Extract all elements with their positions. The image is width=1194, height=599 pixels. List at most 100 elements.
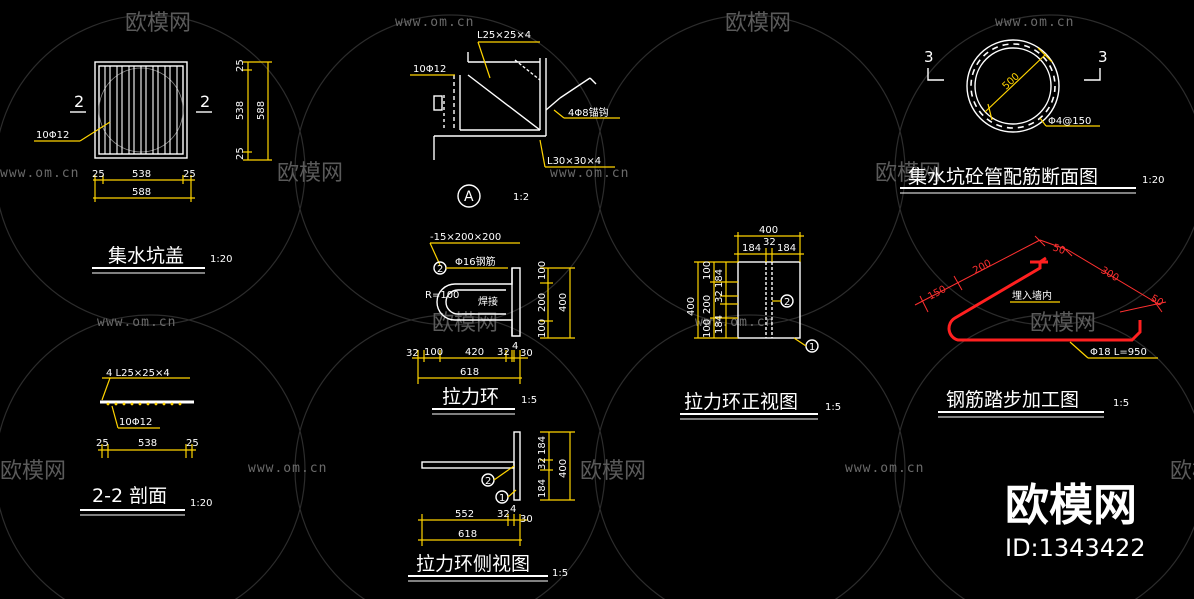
section22-drawing: 4 L25×25×4 10Φ12 25 538 25 2-2 剖面 1:20	[80, 368, 212, 516]
pull-ring-dim-3: 420	[465, 347, 484, 358]
cover-scale: 1:20	[210, 254, 232, 265]
front-dim-left-total: 400	[686, 297, 697, 316]
pipe-section-title: 集水坑砼管配筋断面图	[908, 166, 1098, 188]
watermark-url: www.om.cn	[695, 315, 774, 330]
pull-ring-marker2: 2	[437, 264, 443, 275]
cover-dim-bottom-total: 588	[132, 187, 151, 198]
watermark-brand: 欧模网	[125, 11, 191, 36]
watermark-url: www.om.cn	[995, 15, 1074, 30]
pull-ring-side-drawing: 2 1 184 32 184 400 552 32 4 30 618 拉力环侧视…	[408, 431, 575, 582]
cover-dim-right-2: 538	[235, 101, 246, 120]
section-mark-right: 2	[200, 92, 210, 111]
front-marker1: 1	[809, 342, 815, 353]
cover-dim-right-total: 588	[256, 101, 267, 120]
pull-ring-side-title: 拉力环侧视图	[416, 553, 530, 575]
watermark-url: www.om.cn	[550, 166, 629, 181]
pipe-rebar: Φ4@150	[1048, 116, 1091, 127]
pull-ring-bar: Φ16钢筋	[455, 255, 496, 268]
detail-a-scale: 1:2	[513, 192, 529, 203]
side-marker2: 2	[485, 476, 491, 487]
brand-id-text: ID:1343422	[1005, 534, 1146, 562]
watermark-brand: 欧模网	[1030, 311, 1096, 336]
front-dim-left2-1: 100	[702, 261, 713, 280]
pull-ring-plate: -15×200×200	[430, 232, 501, 243]
pull-ring-dim-total: 618	[460, 367, 479, 378]
step-dim-2: 200	[971, 258, 993, 277]
watermark-brand: 欧模网	[277, 161, 343, 186]
pipe-section-scale: 1:20	[1142, 175, 1164, 186]
side-dim-right-1: 184	[537, 436, 548, 455]
pull-ring-radius: R=100	[425, 290, 459, 301]
pull-ring-dim-right-2: 200	[537, 293, 548, 312]
side-dim-right-total: 400	[558, 459, 569, 478]
section22-scale: 1:20	[190, 498, 212, 509]
pull-ring-front-scale: 1:5	[825, 402, 841, 413]
front-dim-left-2: 32	[714, 290, 725, 303]
front-dim-top-1: 184	[742, 243, 761, 254]
watermark-url: www.om.cn	[395, 15, 474, 30]
detail-a-angle-top: L25×25×4	[477, 30, 531, 41]
front-marker2: 2	[784, 297, 790, 308]
step-rebar: Φ18 L=950	[1090, 347, 1147, 358]
side-dim-1: 552	[455, 509, 474, 520]
section-mark-left: 2	[74, 92, 84, 111]
front-dim-top-2: 32	[763, 237, 776, 248]
side-dim-right-2: 32	[537, 457, 548, 470]
side-marker1: 1	[499, 493, 505, 504]
step-title: 钢筋踏步加工图	[946, 389, 1079, 411]
watermark-brand: 欧模网	[1170, 459, 1194, 484]
side-dim-3: 4	[510, 504, 516, 515]
step-dim-5: 50	[1149, 293, 1166, 309]
watermark-url: www.om.cn	[845, 461, 924, 476]
pull-ring-weld: 焊接	[478, 295, 498, 308]
cover-dim-bottom-3: 25	[183, 169, 196, 180]
watermark-brand: 欧模网	[875, 161, 941, 186]
section22-title: 2-2 剖面	[92, 485, 167, 507]
section22-dim-2: 538	[138, 438, 157, 449]
detail-a-drawing: L25×25×4 10Φ12 4Φ8锚钩 L30×30×4 A 1:2	[410, 30, 620, 208]
front-dim-left2-2: 200	[702, 295, 713, 314]
watermark-brand: 欧模网	[0, 459, 66, 484]
step-dim-4: 300	[1099, 265, 1121, 284]
pull-ring-dim-right-1: 100	[537, 261, 548, 280]
section22-angle-label: 4 L25×25×4	[106, 368, 170, 379]
pipe-diameter: 500	[1001, 71, 1022, 92]
detail-a-anchor: 4Φ8锚钩	[568, 107, 609, 119]
detail-a-angle-bottom: L30×30×4	[547, 156, 601, 167]
section22-dim-3: 25	[186, 438, 199, 449]
cover-dim-right-3: 25	[235, 147, 246, 160]
front-dim-left-1: 184	[714, 269, 725, 288]
pull-ring-drawing: -15×200×200 2 Φ16钢筋 R=100 焊接 100 200 100…	[406, 232, 575, 415]
cover-dim-bottom-1: 25	[92, 169, 105, 180]
side-dim-2: 32	[497, 509, 510, 520]
pull-ring-dim-2: 100	[424, 347, 443, 358]
watermark-circles	[0, 14, 1194, 599]
detail-a-label: A	[464, 189, 474, 205]
section22-rebar-label: 10Φ12	[119, 417, 152, 428]
cover-plan-drawing: 2 2 10Φ12 25 538 25 588 25 538 25 588 集水…	[34, 59, 272, 274]
pull-ring-side-scale: 1:5	[552, 568, 568, 579]
watermark-url: www.om.cn	[97, 315, 176, 330]
cover-title: 集水坑盖	[108, 245, 184, 267]
pull-ring-dim-6: 30	[520, 348, 533, 359]
front-dim-top-total: 400	[759, 225, 778, 236]
cover-dim-bottom-2: 538	[132, 169, 151, 180]
watermark-url: www.om.cn	[0, 166, 79, 181]
pull-ring-scale: 1:5	[521, 395, 537, 406]
front-dim-top-3: 184	[777, 243, 796, 254]
pipe-section-mark-left: 3	[924, 48, 934, 66]
front-dim-left-3: 184	[714, 315, 725, 334]
pull-ring-front-title: 拉力环正视图	[684, 391, 798, 413]
side-dim-4: 30	[520, 514, 533, 525]
brand-logo-block: 欧模网 ID:1343422	[1005, 480, 1146, 562]
pull-ring-title: 拉力环	[442, 386, 499, 408]
rebar-step-drawing: 150 200 50 300 50 埋入墙内 Φ18 L=950 钢筋踏步加工图…	[914, 235, 1167, 418]
brand-logo-text: 欧模网	[1005, 480, 1137, 531]
side-dim-total: 618	[458, 529, 477, 540]
watermark-brand: 欧模网	[580, 459, 646, 484]
watermark-url: www.om.cn	[248, 461, 327, 476]
cover-dim-right-1: 25	[235, 59, 246, 72]
section22-dim-1: 25	[96, 438, 109, 449]
step-dim-3: 50	[1051, 242, 1067, 257]
